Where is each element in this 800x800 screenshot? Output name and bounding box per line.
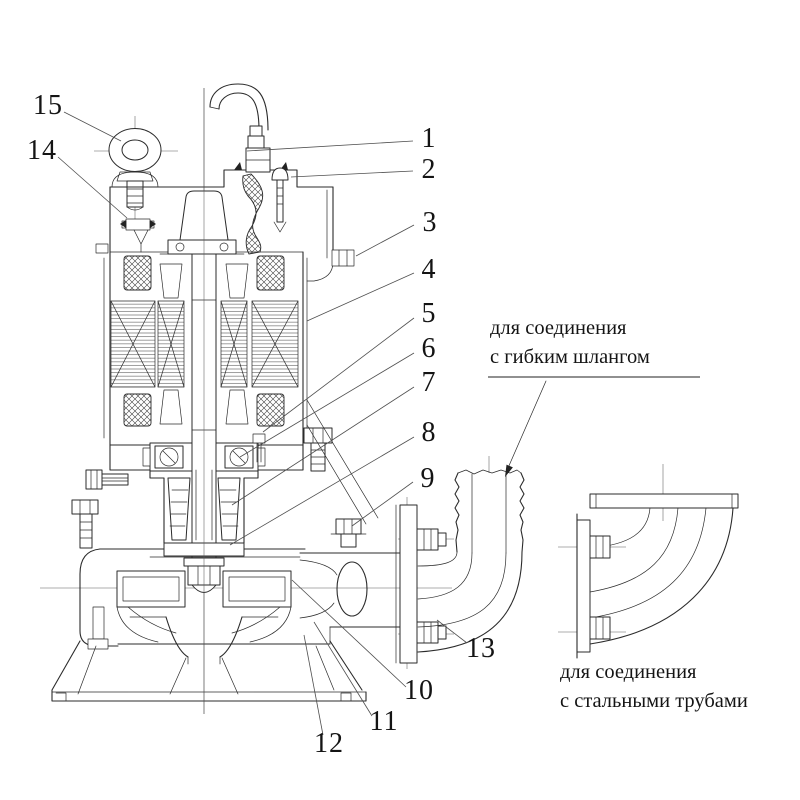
volute-casing <box>79 548 401 647</box>
annotation-flexible-hose-line1: для соединения <box>490 317 627 339</box>
base-stand <box>51 640 367 702</box>
annotation-flexible-hose-line2: с гибким шлангом <box>490 346 650 369</box>
stator-core-left <box>110 300 185 388</box>
hose-annotation-pointer <box>488 376 700 477</box>
callout-5: 5 <box>421 298 437 329</box>
callout-6: 6 <box>421 333 437 364</box>
callout-10: 10 <box>404 675 434 706</box>
annotation-steel-pipes-line2: с стальными трубами <box>560 690 748 713</box>
callout-13: 13 <box>466 633 496 664</box>
callout-2: 2 <box>421 154 437 185</box>
callout-1: 1 <box>421 123 437 154</box>
callout-leader-lines <box>57 111 468 736</box>
annotation-steel-pipes-line1: для соединения <box>560 661 697 683</box>
callout-15: 15 <box>33 90 63 121</box>
terminal-block <box>159 190 245 255</box>
steel-pipe-elbow <box>576 493 739 659</box>
callout-3: 3 <box>422 207 438 238</box>
callout-12: 12 <box>314 728 344 759</box>
callout-7: 7 <box>421 367 437 398</box>
annotation-flexible-hose: для соединения с гибким шлангом <box>490 314 650 372</box>
power-cable <box>209 83 269 131</box>
annotation-steel-pipes: для соединения с стальными трубами <box>560 658 748 716</box>
callout-4: 4 <box>421 254 437 285</box>
top-cover <box>95 162 355 282</box>
impeller <box>116 557 292 643</box>
lifting-eye <box>108 128 162 211</box>
motor-lead-wires <box>242 173 264 255</box>
motor-housing <box>103 251 308 446</box>
stator-core-right <box>220 300 299 388</box>
callout-11: 11 <box>369 706 399 737</box>
stator-windings <box>110 255 299 427</box>
cable-gland <box>245 125 271 173</box>
callout-8: 8 <box>421 417 437 448</box>
callout-9: 9 <box>420 463 436 494</box>
seal-fitting <box>120 218 156 253</box>
hose-elbow <box>417 469 525 653</box>
side-bolts-left <box>71 469 129 549</box>
callout-14: 14 <box>27 135 57 166</box>
bleed-screw <box>271 167 289 233</box>
discharge-flange <box>330 504 447 664</box>
suction-inlet <box>87 606 279 695</box>
